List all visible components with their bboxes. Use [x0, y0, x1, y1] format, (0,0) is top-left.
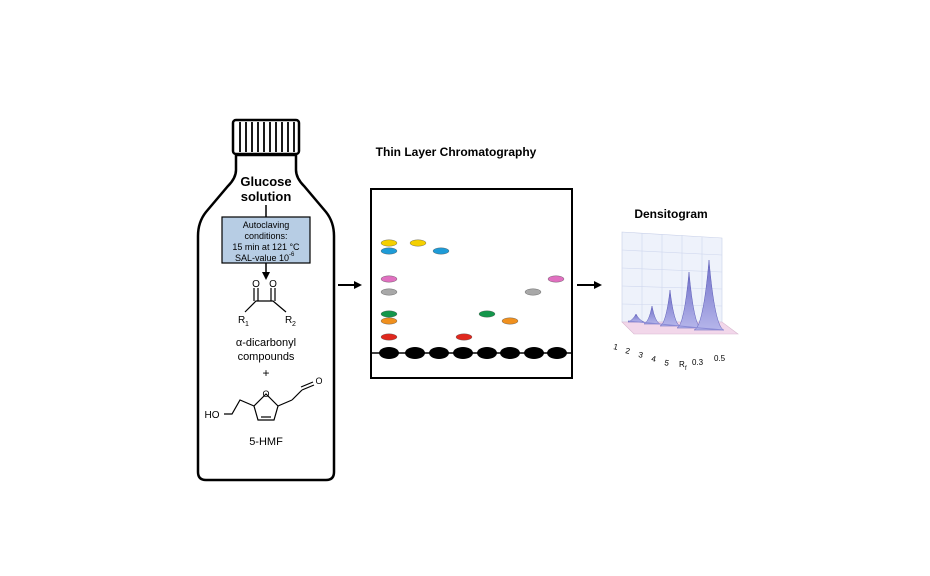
baseline-spot-6 [500, 347, 520, 359]
spot-pink [380, 275, 398, 283]
rf-tick-0-5: 0.5 [714, 354, 726, 363]
baseline-spot-7 [524, 347, 544, 359]
plus-sign: + [262, 366, 269, 380]
cap-ridges [239, 122, 295, 152]
hmf-label: 5-HMF [249, 436, 283, 448]
bottle-cap [231, 118, 301, 156]
dicarbonyl-r2-sub: 2 [292, 321, 296, 328]
spot-gray [380, 288, 398, 296]
dicarbonyl-r1-sub: 1 [245, 321, 249, 328]
densitogram-plot [621, 231, 739, 335]
hmf-aldehyde-oxygen: O [315, 376, 322, 386]
conditions-box [221, 216, 311, 264]
spot-orange [380, 317, 398, 325]
lane-label-1: 1 [613, 342, 620, 352]
reference-spot-green [478, 310, 496, 318]
conditions-exponent: -6 [289, 252, 295, 258]
peak-lane-2 [643, 305, 661, 325]
baseline-spot-2 [405, 347, 425, 359]
dicarbonyl-r1: R [238, 315, 245, 326]
baseline-spot-8 [547, 347, 567, 359]
dicarbonyl-o1: O [252, 279, 260, 290]
hmf-structure [224, 381, 315, 421]
dicarbonyl-o2: O [269, 279, 277, 290]
lane-label-5: 5 [664, 358, 671, 368]
baseline-spot-3 [429, 347, 449, 359]
reference-spot-orange [501, 317, 519, 325]
densitogram-title: Densitogram [634, 207, 707, 221]
lane-label-3: 3 [638, 350, 645, 360]
baseline-spot-4 [453, 347, 473, 359]
hmf-hydroxyl: HO [205, 410, 220, 421]
glucose-title-line2: solution [241, 189, 292, 204]
dicarbonyl-r2: R [285, 315, 292, 326]
conditions-line4: SAL-value 10 [235, 253, 289, 263]
tlc-spots [379, 239, 567, 359]
baseline-spot-5 [477, 347, 497, 359]
spot-blue [380, 247, 398, 255]
spot-red [380, 333, 398, 341]
lane-label-2: 2 [625, 346, 632, 356]
glucose-title-line1: Glucose [240, 174, 291, 189]
reference-spot-gray [524, 288, 542, 296]
peak-lane-5 [693, 259, 725, 331]
tlc-title: Thin Layer Chromatography [376, 145, 537, 159]
rf-label-sub: f [685, 366, 687, 372]
peak-lane-3 [659, 289, 681, 327]
hmf-ring-oxygen: O [262, 389, 269, 399]
tlc-plate [370, 188, 573, 379]
peak-lane-1 [627, 313, 645, 323]
conditions-line1: Autoclaving [243, 220, 290, 230]
dicarbonyl-label-line2: compounds [238, 351, 295, 363]
reference-spot-pink [547, 275, 565, 283]
reference-spot-yellow [409, 239, 427, 247]
rf-label: R [679, 360, 685, 369]
dicarbonyl-label-line1: α-dicarbonyl [236, 337, 296, 349]
dicarbonyl-structure [244, 288, 287, 313]
rf-tick-0-3: 0.3 [692, 358, 704, 367]
conditions-line2: conditions: [244, 231, 287, 241]
densitogram-axis-labels: 1 2 3 4 5 R f 0.3 0.5 [613, 342, 726, 372]
spot-yellow [380, 239, 398, 247]
reference-spot-blue [432, 247, 450, 255]
reference-spot-red [455, 333, 473, 341]
spot-green [380, 310, 398, 318]
conditions-line3: 15 min at 121 °C [232, 242, 300, 252]
baseline-spot-1 [379, 347, 399, 359]
lane-label-4: 4 [651, 354, 658, 364]
